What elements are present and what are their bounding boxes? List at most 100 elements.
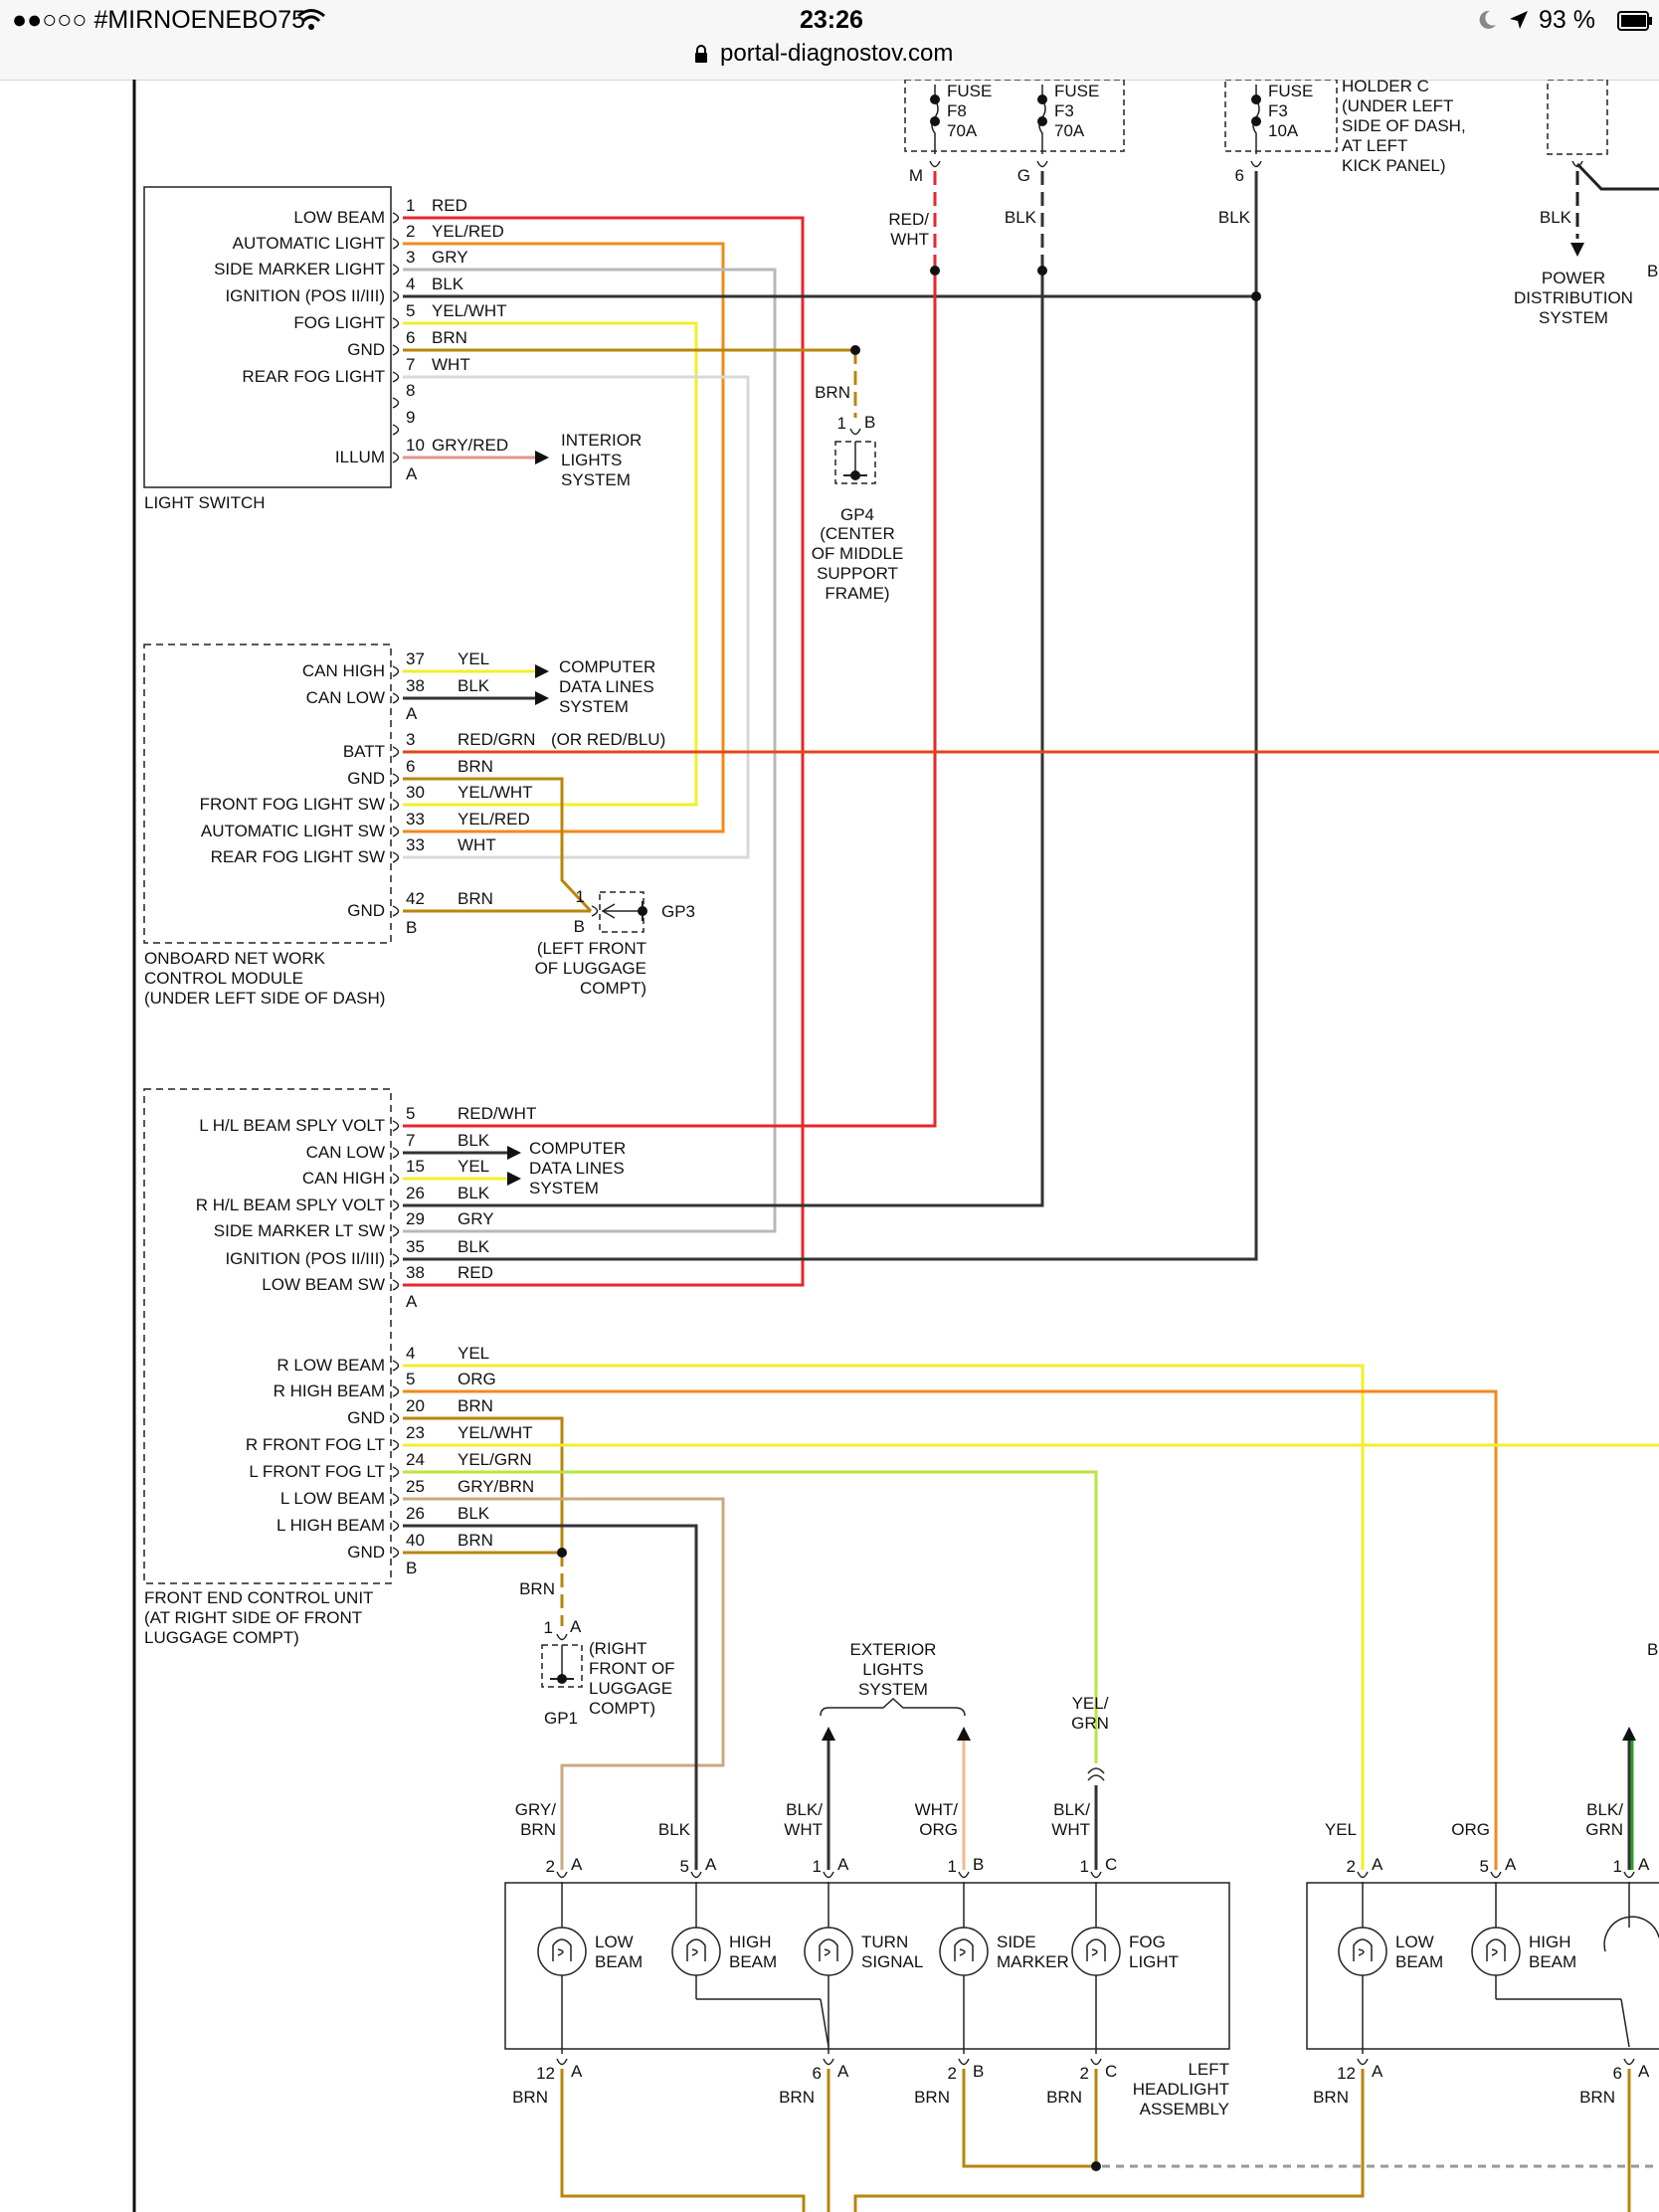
fuse-pin-label: 6 bbox=[1235, 166, 1244, 185]
fecu-terminal-icon bbox=[392, 1120, 400, 1132]
onboard-module-box bbox=[143, 644, 392, 944]
wire-color-label: BLK bbox=[1005, 208, 1037, 227]
wifi-icon bbox=[297, 9, 325, 30]
pin-number: 9 bbox=[406, 408, 415, 427]
connector-id: C bbox=[1105, 2062, 1117, 2081]
light-switch-pin-label: IGNITION (POS II/III) bbox=[225, 286, 385, 305]
connector-id: B bbox=[406, 1559, 417, 1577]
wire-color-label: BRN bbox=[815, 383, 850, 402]
fecu-terminal-icon bbox=[392, 1253, 400, 1265]
wire-color-label: YEL/RED bbox=[432, 222, 504, 241]
wire-color-label: BRN bbox=[458, 1531, 493, 1550]
wire-color-label: BL bbox=[1647, 262, 1659, 280]
l-low-beam-gry-brn-wire bbox=[403, 1497, 725, 1870]
fecu-pin-label: GND bbox=[347, 1543, 385, 1562]
bulb-turn-signal-icon bbox=[1603, 1916, 1659, 1952]
headlight-input-terminal-icon bbox=[1490, 1871, 1502, 1879]
fuse-connector-terminal-icon bbox=[1250, 160, 1262, 168]
gp3-name: GP3 bbox=[661, 902, 695, 921]
fecu-terminal-icon bbox=[392, 1385, 400, 1397]
ignition-splice-dot bbox=[1251, 291, 1261, 301]
onboard-gnd-brn-wire bbox=[403, 777, 593, 913]
connector-id: A bbox=[705, 1855, 717, 1874]
wire-color-label: GRY/BRN bbox=[458, 1477, 534, 1496]
fuse-label: FUSE bbox=[947, 82, 992, 100]
light-switch-pin-label: GND bbox=[347, 340, 385, 359]
pin-number: 5 bbox=[406, 301, 415, 320]
light-switch-terminal-icon bbox=[392, 264, 400, 276]
fecu-terminal-icon bbox=[392, 1412, 400, 1424]
fecu-pin-label: R H/L BEAM SPLY VOLT bbox=[196, 1196, 385, 1214]
fecu-pin-label: R FRONT FOG LT bbox=[246, 1435, 385, 1454]
wire-color-label: BRN bbox=[914, 2088, 950, 2107]
connector-id: B bbox=[973, 1855, 984, 1874]
gp3-ground-box bbox=[599, 891, 645, 933]
onboard-terminal-icon bbox=[392, 773, 400, 785]
address-bar-url[interactable]: portal-diagnostov.com bbox=[720, 40, 954, 67]
pin-number: 6 bbox=[406, 757, 415, 776]
gp1-location-label: (RIGHT bbox=[589, 1639, 647, 1658]
pin-number: 4 bbox=[406, 1344, 415, 1363]
lh-gnd-splice-dot bbox=[1091, 2161, 1101, 2171]
connector-id: A bbox=[1372, 1855, 1383, 1874]
bulb-turn-icon bbox=[804, 1927, 853, 1976]
onboard-pin-label: GND bbox=[347, 769, 385, 788]
light-switch-terminal-icon bbox=[392, 424, 400, 436]
light-switch-pin-label: LOW BEAM bbox=[293, 208, 385, 227]
gp3-location-label: OF LUGGAGE bbox=[535, 959, 646, 978]
wire-color-label: YEL/WHT bbox=[432, 301, 507, 320]
fuse-number: F3 bbox=[1054, 101, 1074, 120]
headlight-output-terminal-icon bbox=[1357, 2058, 1369, 2066]
wire-color-label: BRN bbox=[520, 1820, 556, 1839]
light-switch-terminal-icon bbox=[392, 452, 400, 463]
gp1-location-label: COMPT) bbox=[589, 1699, 655, 1718]
holder-c-label: (UNDER LEFT bbox=[1342, 96, 1453, 115]
pin-number: 2 bbox=[1347, 1857, 1356, 1876]
can-low-arrow-icon bbox=[535, 691, 549, 705]
onboard-pin-label: REAR FOG LIGHT SW bbox=[211, 847, 385, 866]
pin-number: 7 bbox=[406, 1131, 415, 1150]
wire-color-label: YEL bbox=[458, 1157, 489, 1176]
fecu-terminal-icon bbox=[392, 1439, 400, 1451]
bulb-label: BEAM bbox=[595, 1952, 643, 1971]
bulb-low-icon bbox=[1338, 1927, 1387, 1976]
bulb-label: LIGHT bbox=[1129, 1952, 1179, 1971]
fecu-computer-data-lines-label: DATA LINES bbox=[529, 1159, 625, 1178]
exterior-lights-label: SYSTEM bbox=[858, 1680, 928, 1699]
pin-number: 10 bbox=[406, 436, 425, 455]
light-switch-pin-label: SIDE MARKER LIGHT bbox=[214, 260, 385, 278]
connector-id: B bbox=[973, 2062, 984, 2081]
wire-color-label: YEL bbox=[458, 1344, 489, 1363]
pin-number: 1 bbox=[544, 1618, 553, 1637]
wire-color-label: BLK bbox=[458, 1504, 490, 1523]
connector-id: A bbox=[571, 1855, 583, 1874]
inline-connector-icon bbox=[1087, 1767, 1105, 1781]
fuse-rating: 70A bbox=[947, 121, 978, 140]
wire-color-label: WHT/ bbox=[915, 1800, 959, 1819]
pin-number: 1 bbox=[837, 414, 846, 433]
fecu-terminal-icon bbox=[392, 1520, 400, 1532]
fecu-pin-label: L HIGH BEAM bbox=[276, 1516, 385, 1535]
headlight-input-terminal-icon bbox=[556, 1871, 568, 1879]
fecu-terminal-icon bbox=[392, 1360, 400, 1372]
wire-color-label: YEL/ bbox=[1072, 1694, 1109, 1713]
bulb-label: SIDE bbox=[997, 1933, 1036, 1951]
headlight-output-terminal-icon bbox=[556, 2058, 568, 2066]
pin-number: 2 bbox=[546, 1857, 555, 1876]
holder-c-label: SIDE OF DASH, bbox=[1342, 116, 1466, 135]
wire-color-label: YEL/WHT bbox=[458, 783, 533, 802]
headlight-input-terminal-icon bbox=[1623, 1871, 1635, 1879]
onboard-module-name: CONTROL MODULE bbox=[144, 969, 303, 988]
exterior-up-arrow-icon bbox=[822, 1727, 835, 1741]
onboard-module-name: ONBOARD NET WORK bbox=[144, 949, 326, 968]
left-headlight-name: LEFT bbox=[1188, 2060, 1229, 2079]
holder-c-label: HOLDER C bbox=[1342, 80, 1429, 95]
pin-number: 38 bbox=[406, 676, 425, 695]
pin-number: 6 bbox=[406, 328, 415, 347]
wire-color-label: BLK bbox=[1218, 208, 1251, 227]
connector-id: A bbox=[571, 2062, 583, 2081]
fuse-pin-label: M bbox=[909, 166, 923, 185]
pin-number: 7 bbox=[406, 355, 415, 374]
pin-number: 12 bbox=[1337, 2064, 1356, 2083]
fuse-box-left bbox=[904, 80, 1125, 152]
